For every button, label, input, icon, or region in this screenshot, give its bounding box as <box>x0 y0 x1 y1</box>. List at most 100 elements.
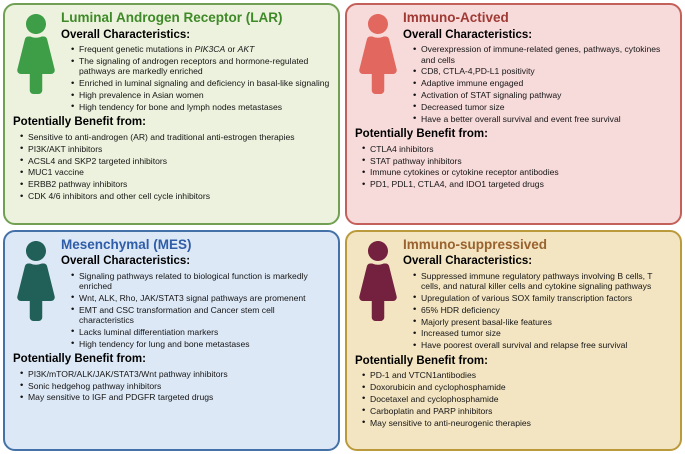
bullet-text: CTLA4 inhibitors <box>370 143 434 154</box>
bullet-item: Upregulation of various SOX family trans… <box>413 292 672 304</box>
bullet-text: ERBB2 pathway inhibitors <box>28 179 128 190</box>
bullet-item: Enriched in luminal signaling and defici… <box>71 78 330 90</box>
benefit-section: Potentially Benefit from: Sensitive to a… <box>13 116 330 203</box>
bullet-item: Activation of STAT signaling pathway <box>413 90 672 102</box>
gene-name: PIK3CA <box>194 44 226 55</box>
bullet-text: MUC1 vaccine <box>28 167 84 178</box>
bullet-item: High tendency for lung and bone metastas… <box>71 338 330 350</box>
bullet-text: Lacks luminal differentiation markers <box>79 326 219 337</box>
female-icon <box>358 14 398 94</box>
bullet-text: PD1, PDL1, CTLA4, and IDO1 targeted drug… <box>370 179 544 190</box>
bullet-text: CDK 4/6 inhibitors and other cell cycle … <box>28 191 210 202</box>
bullet-item: Docetaxel and cyclophosphamide <box>362 393 672 405</box>
card-top-content: Immuno-suppressived Overall Characterist… <box>401 236 672 353</box>
bullet-item: STAT pathway inhibitors <box>362 155 672 167</box>
benefit-list: PD-1 and VTCN1antibodiesDoxorubicin and … <box>355 370 672 429</box>
card-top-content: Mesenchymal (MES) Overall Characteristic… <box>59 236 330 352</box>
subtype-card-mes: Mesenchymal (MES) Overall Characteristic… <box>3 229 340 451</box>
bullet-text: Suppressed immune regulatory pathways in… <box>421 270 653 292</box>
benefit-list: PI3K/mTOR/ALK/JAK/STAT3/Wnt pathway inhi… <box>13 368 330 403</box>
benefit-header: Potentially Benefit from: <box>13 116 146 129</box>
bullet-text: Increased tumor size <box>421 328 501 339</box>
subtype-card-lar: Luminal Androgen Receptor (LAR) Overall … <box>3 3 340 225</box>
bullet-text: PI3K/AKT inhibitors <box>28 143 103 154</box>
icon-col <box>355 236 401 321</box>
bullet-text: Decreased tumor size <box>421 101 505 112</box>
bullet-text: Immune cytokines or cytokine receptor an… <box>370 167 559 178</box>
bullet-text: EMT and CSC transformation and Cancer st… <box>79 304 275 326</box>
bullet-item: The signaling of androgen receptors and … <box>71 56 330 77</box>
bullet-item: Majorly present basal-like features <box>413 316 672 328</box>
bullet-item: Suppressed immune regulatory pathways in… <box>413 270 672 292</box>
bullet-text: STAT pathway inhibitors <box>370 155 462 166</box>
benefit-section: Potentially Benefit from: CTLA4 inhibito… <box>355 128 672 190</box>
bullet-text: High tendency for lung and bone metastas… <box>79 338 250 349</box>
bullet-text: High tendency for bone and lymph nodes m… <box>79 101 283 112</box>
bullet-text: Carboplatin and PARP inhibitors <box>370 405 493 416</box>
bullet-text: Frequent genetic mutations in <box>79 44 195 55</box>
bullet-item: Wnt, ALK, Rho, JAK/STAT3 signal pathways… <box>71 292 330 304</box>
bullet-item: May sensitive to anti-neurogenic therapi… <box>362 417 672 429</box>
bullet-item: PI3K/mTOR/ALK/JAK/STAT3/Wnt pathway inhi… <box>20 368 330 380</box>
bullet-item: Lacks luminal differentiation markers <box>71 326 330 338</box>
bullet-item: Sensitive to anti-androgen (AR) and trad… <box>20 131 330 143</box>
characteristics-list: Frequent genetic mutations in PIK3CA or … <box>61 44 330 113</box>
bullet-text: Upregulation of various SOX family trans… <box>421 292 633 303</box>
bullet-text: May sensitive to IGF and PDGFR targeted … <box>28 392 214 403</box>
benefit-list: Sensitive to anti-androgen (AR) and trad… <box>13 131 330 203</box>
bullet-item: PD-1 and VTCN1antibodies <box>362 370 672 382</box>
bullet-item: Frequent genetic mutations in PIK3CA or … <box>71 44 330 56</box>
bullet-text: Enriched in luminal signaling and defici… <box>79 78 330 89</box>
bullet-text: The signaling of androgen receptors and … <box>79 56 309 77</box>
bullet-item: MUC1 vaccine <box>20 167 330 179</box>
card-top: Luminal Androgen Receptor (LAR) Overall … <box>13 9 330 114</box>
characteristics-list: Overexpression of immune-related genes, … <box>403 44 672 125</box>
bullet-text: Adaptive immune engaged <box>421 78 524 89</box>
card-top: Immuno-suppressived Overall Characterist… <box>355 236 672 353</box>
bullet-item: Carboplatin and PARP inhibitors <box>362 405 672 417</box>
bullet-item: PI3K/AKT inhibitors <box>20 143 330 155</box>
card-title: Mesenchymal (MES) <box>61 236 192 252</box>
benefit-section: Potentially Benefit from: PI3K/mTOR/ALK/… <box>13 353 330 404</box>
bullet-item: Doxorubicin and cyclophosphamide <box>362 382 672 394</box>
benefit-list: CTLA4 inhibitorsSTAT pathway inhibitorsI… <box>355 143 672 190</box>
bullet-text: Doxorubicin and cyclophosphamide <box>370 382 506 393</box>
benefit-header: Potentially Benefit from: <box>355 354 488 367</box>
characteristics-header: Overall Characteristics: <box>403 255 533 268</box>
bullet-text: Activation of STAT signaling pathway <box>421 90 562 101</box>
bullet-item: ERBB2 pathway inhibitors <box>20 179 330 191</box>
bullet-item: Sonic hedgehog pathway inhibitors <box>20 380 330 392</box>
bullet-text: Majorly present basal-like features <box>421 316 552 327</box>
bullet-text: May sensitive to anti-neurogenic therapi… <box>370 417 531 428</box>
subtype-card-immuno-suppressived: Immuno-suppressived Overall Characterist… <box>345 229 682 451</box>
icon-col <box>13 236 59 321</box>
bullet-item: CTLA4 inhibitors <box>362 143 672 155</box>
bullet-text: Signaling pathways related to biological… <box>79 270 308 292</box>
bullet-text: Wnt, ALK, Rho, JAK/STAT3 signal pathways… <box>79 292 306 303</box>
characteristics-header: Overall Characteristics: <box>403 28 533 41</box>
characteristics-header: Overall Characteristics: <box>61 255 191 268</box>
characteristics-header: Overall Characteristics: <box>61 28 191 41</box>
subtype-card-immuno-actived: Immuno-Actived Overall Characteristics: … <box>345 3 682 225</box>
bullet-text: Sonic hedgehog pathway inhibitors <box>28 380 162 391</box>
characteristics-list: Signaling pathways related to biological… <box>61 270 330 350</box>
bullet-item: Decreased tumor size <box>413 101 672 113</box>
bullet-item: ACSL4 and SKP2 targeted inhibitors <box>20 155 330 167</box>
card-title: Luminal Androgen Receptor (LAR) <box>61 10 283 25</box>
bullet-item: High tendency for bone and lymph nodes m… <box>71 101 330 113</box>
bullet-item: EMT and CSC transformation and Cancer st… <box>71 304 330 326</box>
female-icon <box>358 240 398 321</box>
bullet-text: Overexpression of immune-related genes, … <box>421 44 661 65</box>
card-top-content: Luminal Androgen Receptor (LAR) Overall … <box>59 9 330 114</box>
bullet-item: Signaling pathways related to biological… <box>71 270 330 292</box>
bullet-item: CDK 4/6 inhibitors and other cell cycle … <box>20 191 330 203</box>
bullet-text: Have a better overall survival and event… <box>421 113 621 124</box>
benefit-header: Potentially Benefit from: <box>13 353 146 365</box>
characteristics-list: Suppressed immune regulatory pathways in… <box>403 270 672 351</box>
bullet-item: 65% HDR deficiency <box>413 304 672 316</box>
benefit-section: Potentially Benefit from: PD-1 and VTCN1… <box>355 354 672 429</box>
bullet-text: PD-1 and VTCN1antibodies <box>370 370 477 381</box>
bullet-item: Immune cytokines or cytokine receptor an… <box>362 167 672 179</box>
icon-col <box>13 9 59 94</box>
